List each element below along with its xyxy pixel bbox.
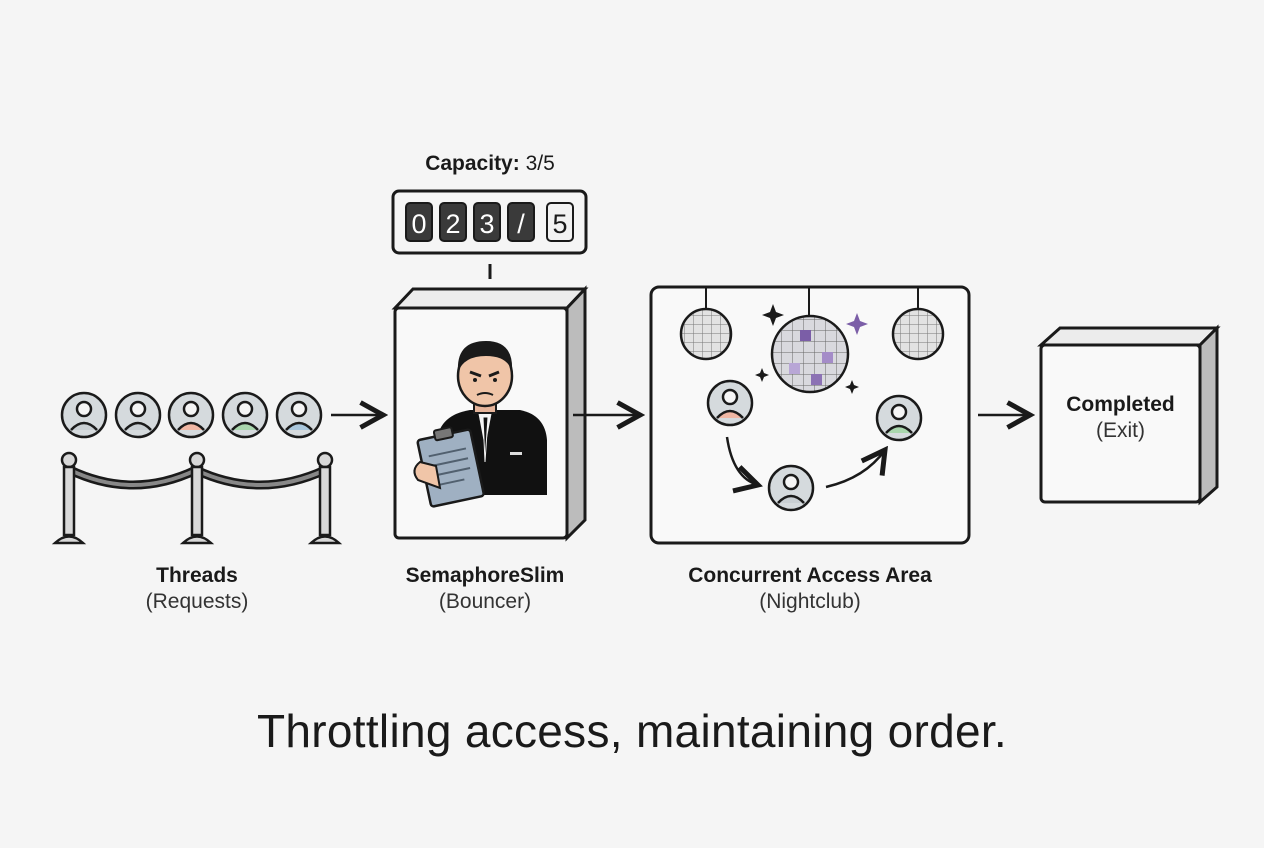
person-icon [767, 464, 815, 512]
semaphore-subtitle: (Bouncer) [438, 590, 532, 614]
active-thread-icons [706, 379, 923, 512]
completed-label: Completed (Exit) [1043, 392, 1198, 445]
threads-subtitle: (Requests) [145, 590, 249, 614]
rope-barrier-icon [51, 451, 343, 545]
counter-digit: / [507, 202, 535, 242]
area-label: Concurrent Access Area (Nightclub) [640, 563, 980, 616]
threads-title: Threads [156, 564, 238, 587]
access-area-box [649, 285, 971, 545]
counter-digit: 0 [405, 202, 433, 242]
completed-subtitle: (Exit) [1096, 419, 1145, 443]
area-subtitle: (Nightclub) [759, 590, 861, 614]
bouncer-icon [413, 341, 547, 508]
capacity-value: 3/5 [525, 152, 555, 175]
counter-digit: 5 [546, 202, 574, 242]
semaphore-label: SemaphoreSlim (Bouncer) [365, 563, 605, 616]
person-icon [706, 379, 754, 427]
threads-label: Threads (Requests) [97, 563, 297, 616]
person-icon [114, 391, 162, 439]
completed-title: Completed [1066, 393, 1175, 416]
capacity-label: Capacity: 3/5 [390, 152, 590, 176]
thread-icons [60, 391, 323, 439]
person-icon [275, 391, 323, 439]
flow-arrow-curve [725, 436, 758, 485]
person-icon [221, 391, 269, 439]
counter-digit: 2 [439, 202, 467, 242]
disco-ball-icons [679, 288, 945, 394]
caption: Throttling access, maintaining order. [256, 705, 1008, 757]
person-icon [60, 391, 108, 439]
flow-arrow-curve [825, 450, 885, 489]
area-title: Concurrent Access Area [688, 564, 932, 587]
sparkle-icons [755, 304, 868, 394]
capacity-key: Capacity: [425, 152, 520, 175]
person-icon [167, 391, 215, 439]
counter-digit: 3 [473, 202, 501, 242]
semaphore-title: SemaphoreSlim [405, 564, 565, 587]
completed-box [1037, 324, 1221, 506]
person-icon [875, 394, 923, 442]
